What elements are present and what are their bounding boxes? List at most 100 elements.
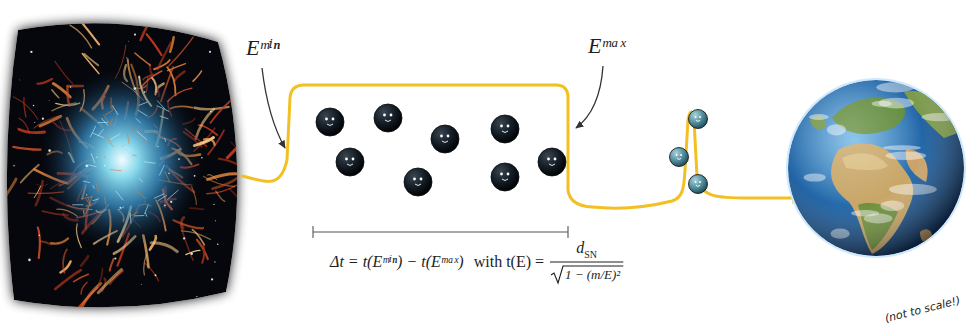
- neutrino-small: [670, 148, 689, 167]
- earth-atmosphere: [786, 78, 966, 258]
- nebula-filament: [41, 241, 52, 244]
- nebula-filament: [81, 282, 87, 294]
- star: [141, 284, 143, 286]
- star: [144, 91, 146, 93]
- star: [114, 258, 116, 260]
- nebula-filament: [103, 181, 104, 183]
- star: [86, 165, 89, 168]
- star: [34, 122, 35, 123]
- nebula-filament: [208, 174, 241, 180]
- nebula-filament: [96, 183, 99, 192]
- star: [183, 237, 185, 239]
- nebula-filament: [104, 156, 106, 158]
- star: [214, 261, 215, 262]
- star: [39, 234, 40, 235]
- star: [213, 204, 214, 205]
- neutrino-eye: [507, 173, 510, 176]
- nebula-filament: [19, 129, 45, 132]
- nebula-filament: [93, 185, 95, 188]
- nebula-filament: [88, 165, 97, 167]
- star: [19, 79, 21, 81]
- star: [70, 86, 72, 88]
- star: [203, 227, 205, 229]
- nebula-filament: [134, 215, 144, 216]
- neutrino-mouth: [327, 124, 333, 126]
- neutrino-mouth: [415, 184, 421, 186]
- nebula-filament: [138, 110, 148, 116]
- star: [120, 207, 122, 209]
- nebula-filament: [144, 201, 146, 202]
- nebula-filament: [135, 53, 150, 65]
- nebula-filament: [38, 79, 53, 84]
- star: [33, 105, 35, 107]
- radical-sign: [551, 266, 623, 283]
- nebula-filament: [132, 129, 133, 132]
- nebula-filament: [91, 153, 95, 163]
- nebula-filament: [110, 259, 114, 271]
- nebula-filament: [116, 191, 124, 200]
- star: [10, 65, 12, 67]
- nebula-filament: [159, 165, 164, 176]
- star: [96, 157, 97, 158]
- star: [48, 100, 50, 102]
- formula-subscript: SN: [584, 250, 597, 261]
- nebula-filament: [21, 165, 39, 183]
- formula-text: Δt = t(Eᵐⁱⁿ) − t(Eᵐᵃˣ): [330, 254, 464, 271]
- star: [48, 149, 51, 152]
- neutrino-eye: [420, 178, 423, 181]
- earth-globe: [786, 78, 966, 258]
- nebula-filament: [110, 134, 121, 140]
- nebula-filament: [51, 238, 68, 243]
- star: [126, 57, 127, 58]
- nebula-body: [6, 11, 250, 310]
- nebula-filament: [145, 213, 147, 217]
- nebula-filament: [13, 147, 40, 150]
- formula-text: 1 − (m/E)²: [565, 268, 620, 282]
- nebula-filament: [112, 105, 118, 115]
- nebula-filament: [135, 190, 146, 199]
- neutrino-mouth: [385, 120, 391, 122]
- wave-packet-line: [242, 85, 802, 208]
- earth-ocean: [788, 80, 964, 256]
- nebula-filament: [210, 100, 232, 123]
- nebula-filament: [154, 131, 166, 140]
- star: [196, 296, 197, 297]
- nebula-filament: [84, 54, 98, 66]
- nebula-filament: [70, 25, 92, 48]
- star: [217, 244, 219, 246]
- nebula-filament: [63, 249, 67, 272]
- neutrino-mouth: [442, 141, 448, 143]
- star: [170, 201, 172, 203]
- nebula-filament: [81, 284, 101, 310]
- fraction-bar: [550, 261, 623, 262]
- nebula-filament: [24, 98, 26, 117]
- neutrino-eye: [325, 118, 328, 121]
- nebula-filament: [147, 34, 162, 55]
- nebula-filament: [105, 111, 113, 115]
- nebula-filament: [158, 195, 167, 200]
- neutrino-mouth: [347, 164, 353, 166]
- neutrino-ball: [431, 125, 459, 153]
- neutrino-eye: [413, 178, 416, 181]
- nebula-filament: [139, 102, 148, 105]
- nebula-filament: [98, 122, 108, 123]
- nebula-filament: [132, 155, 136, 157]
- star: [86, 194, 87, 195]
- nebula-core: [40, 68, 204, 252]
- nebula-filament: [74, 274, 89, 281]
- neutrino-mouth: [502, 179, 508, 181]
- nebula-filament: [165, 171, 170, 183]
- nebula-filament: [150, 65, 153, 75]
- nebula-filament: [204, 139, 215, 145]
- star: [104, 165, 105, 166]
- star: [30, 51, 32, 53]
- star: [215, 220, 216, 221]
- star: [178, 158, 180, 160]
- neutrino-mouth: [677, 158, 681, 159]
- formula-text: d: [576, 240, 584, 257]
- nebula-filament: [130, 213, 132, 223]
- neutrino-dark: [491, 163, 519, 191]
- nebula-filament: [202, 246, 204, 262]
- neutrino-ball: [670, 148, 689, 167]
